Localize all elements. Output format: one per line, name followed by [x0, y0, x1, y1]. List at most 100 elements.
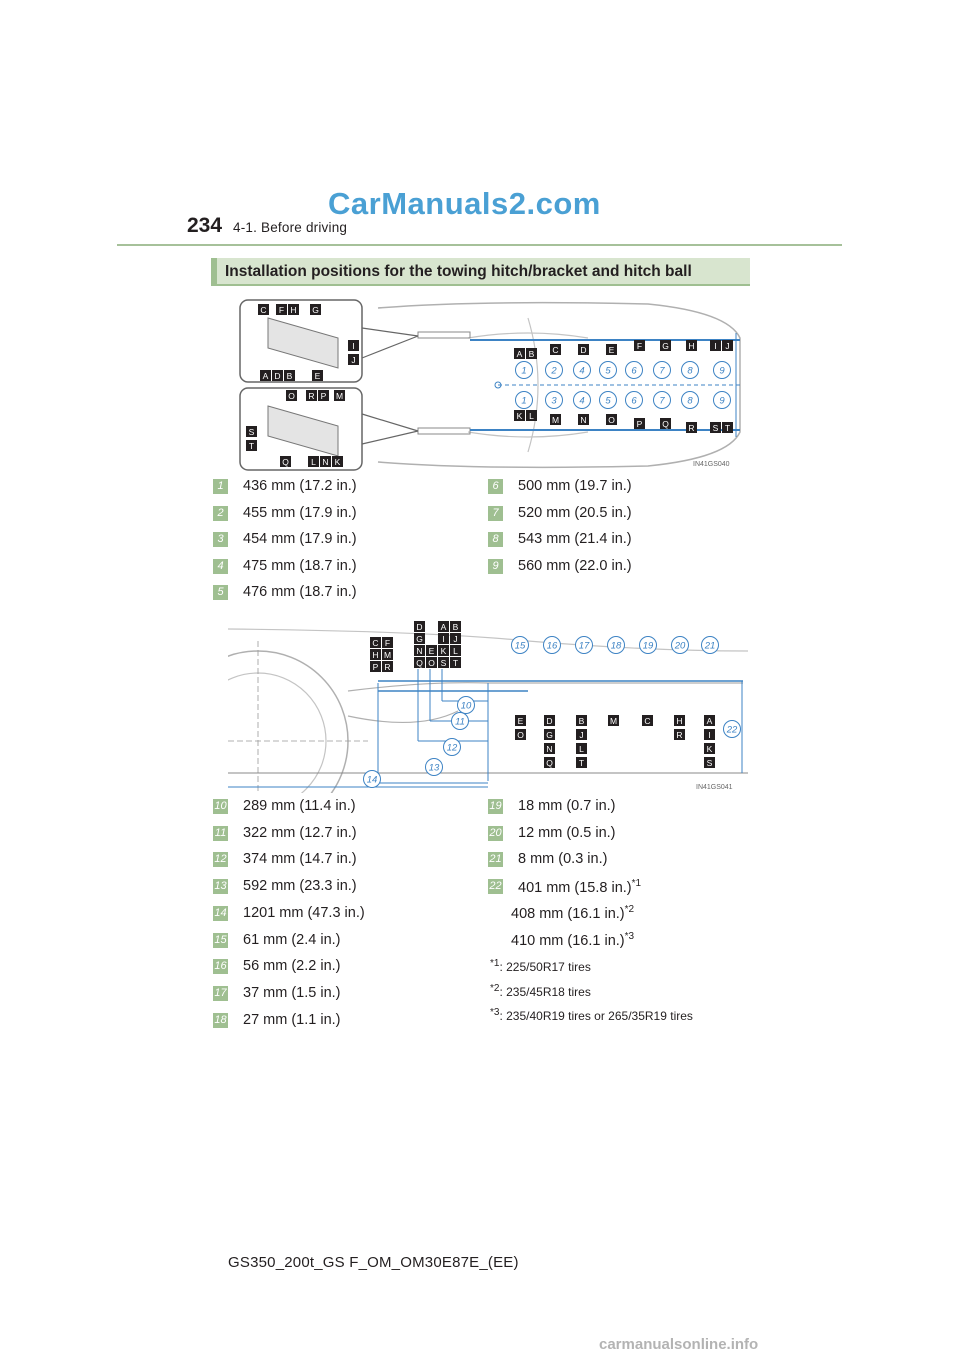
grid-left-label-box — [370, 661, 381, 672]
top-dimension-number-circle — [511, 636, 529, 654]
callout-number: 19 — [488, 799, 503, 814]
side-dimension-number-circle — [443, 738, 461, 756]
tire-footnote: *2: 235/45R18 tires — [490, 982, 591, 999]
callout-top-label-box — [310, 304, 321, 315]
col7-label: I — [708, 730, 710, 740]
col6-label-box — [674, 729, 685, 740]
section-title: Installation positions for the towing hi… — [225, 263, 692, 280]
callout-top-label-box — [284, 370, 295, 381]
row1-number-circle — [573, 361, 591, 379]
callout-bottom-label: M — [336, 391, 343, 401]
grid-left-label: C — [372, 638, 378, 648]
callout-number: 8 — [488, 532, 503, 547]
callout-top-label-box — [348, 340, 359, 351]
row2-number-circle — [515, 391, 533, 409]
grid-mid-label: O — [428, 658, 435, 668]
row1-label-box — [514, 348, 525, 359]
grid-left-label: H — [372, 650, 378, 660]
measurement-value: 592 mm (23.3 in.) — [243, 878, 357, 895]
callout-bottom-label-box — [246, 426, 257, 437]
measurement-value: 289 mm (11.4 in.) — [243, 798, 356, 814]
callout-top-label: A — [263, 371, 269, 381]
col2-label: N — [546, 744, 552, 754]
measurement-value: 560 mm (22.0 in.) — [518, 557, 632, 574]
row1-number: 4 — [579, 366, 584, 377]
row1-number: 5 — [605, 366, 611, 377]
row1-label: G — [662, 341, 669, 351]
col2-label: Q — [546, 758, 553, 768]
footer-site: carmanualsonline.info — [599, 1336, 759, 1353]
grid-right-label-box — [450, 621, 461, 632]
col3-label-box — [576, 757, 587, 768]
watermark-logo: CarManuals2.com — [328, 186, 601, 221]
chapter-title: 4-1. Before driving — [233, 220, 348, 235]
col3-label-box — [576, 729, 587, 740]
measurement-value: 61 mm (2.4 in.) — [243, 931, 341, 948]
measurement-value: 500 mm (19.7 in.) — [518, 478, 632, 494]
row1-label-box — [710, 340, 721, 351]
measurement-value: 476 mm (18.7 in.) — [243, 584, 357, 600]
callout-number: 3 — [213, 532, 228, 547]
measurement-value: 436 mm (17.2 in.) — [243, 478, 357, 494]
row1-number: 1 — [521, 366, 526, 377]
callout-number: 21 — [488, 852, 503, 868]
callout-bottom-label: L — [311, 457, 316, 467]
col4-label: M — [610, 716, 617, 726]
grid-right-label: L — [453, 646, 458, 656]
callout-number: 22 — [488, 879, 503, 895]
grid-left-label: F — [385, 638, 390, 648]
row1-number: 7 — [659, 366, 665, 377]
side-dimension-number: 22 — [726, 725, 738, 736]
grid-left-label-box — [382, 637, 393, 648]
callout-top-label-box — [272, 370, 283, 381]
grid-right-label-box — [438, 621, 449, 632]
side-dimension-number: 13 — [429, 763, 440, 774]
callout-top-label-box — [312, 370, 323, 381]
row2-label-box — [686, 422, 697, 433]
callout-bottom-label-box — [332, 456, 343, 467]
row2-label-box — [634, 418, 645, 429]
callout-number: 1 — [213, 479, 228, 494]
col4-label-box — [608, 715, 619, 726]
row1-label-box — [634, 340, 645, 351]
callout-top-label-box — [258, 304, 269, 315]
callout-top-label: H — [290, 305, 296, 315]
callout-top-label: J — [351, 355, 355, 365]
grid-mid-label-box — [426, 645, 437, 656]
side-dimension-number-circle — [425, 758, 443, 776]
row1-number: 6 — [631, 366, 637, 377]
callout-bottom-label: R — [308, 391, 314, 401]
grid-left-label: M — [384, 650, 391, 660]
callout-number: 10 — [213, 799, 228, 814]
callout-top-label: F — [279, 305, 284, 315]
row1-number-circle — [713, 361, 731, 379]
callout-top-label-box — [276, 304, 287, 315]
row1-number-circle — [681, 361, 699, 379]
row2-label: S — [713, 423, 719, 433]
row2-number: 6 — [631, 396, 637, 407]
callout-bottom-label: P — [321, 391, 327, 401]
col7-label-box — [704, 715, 715, 726]
row2-label-box — [606, 414, 617, 425]
grid-mid-label-box — [414, 657, 425, 668]
grid-right-label-box — [450, 657, 461, 668]
col7-label-box — [704, 743, 715, 754]
row2-label: Q — [662, 419, 669, 429]
alt-measurement-value: 408 mm (16.1 in.)*2 — [511, 904, 635, 922]
callout-bottom-label: O — [288, 391, 295, 401]
grid-left-label-box — [370, 637, 381, 648]
callout-bottom-label-box — [280, 456, 291, 467]
callout-number: 5 — [213, 585, 228, 600]
grid-mid-label-box — [426, 657, 437, 668]
row2-number-circle — [681, 391, 699, 409]
callout-bottom-label: N — [322, 457, 328, 467]
callout-number: 15 — [213, 932, 228, 948]
callout-top-label: C — [260, 305, 266, 315]
measurement-value: 401 mm (15.8 in.)*1 — [518, 878, 642, 896]
col2-label-box — [544, 757, 555, 768]
col1-label-box — [515, 715, 526, 726]
callout-top-label: B — [287, 371, 293, 381]
top-dimension-number: 18 — [611, 641, 622, 652]
